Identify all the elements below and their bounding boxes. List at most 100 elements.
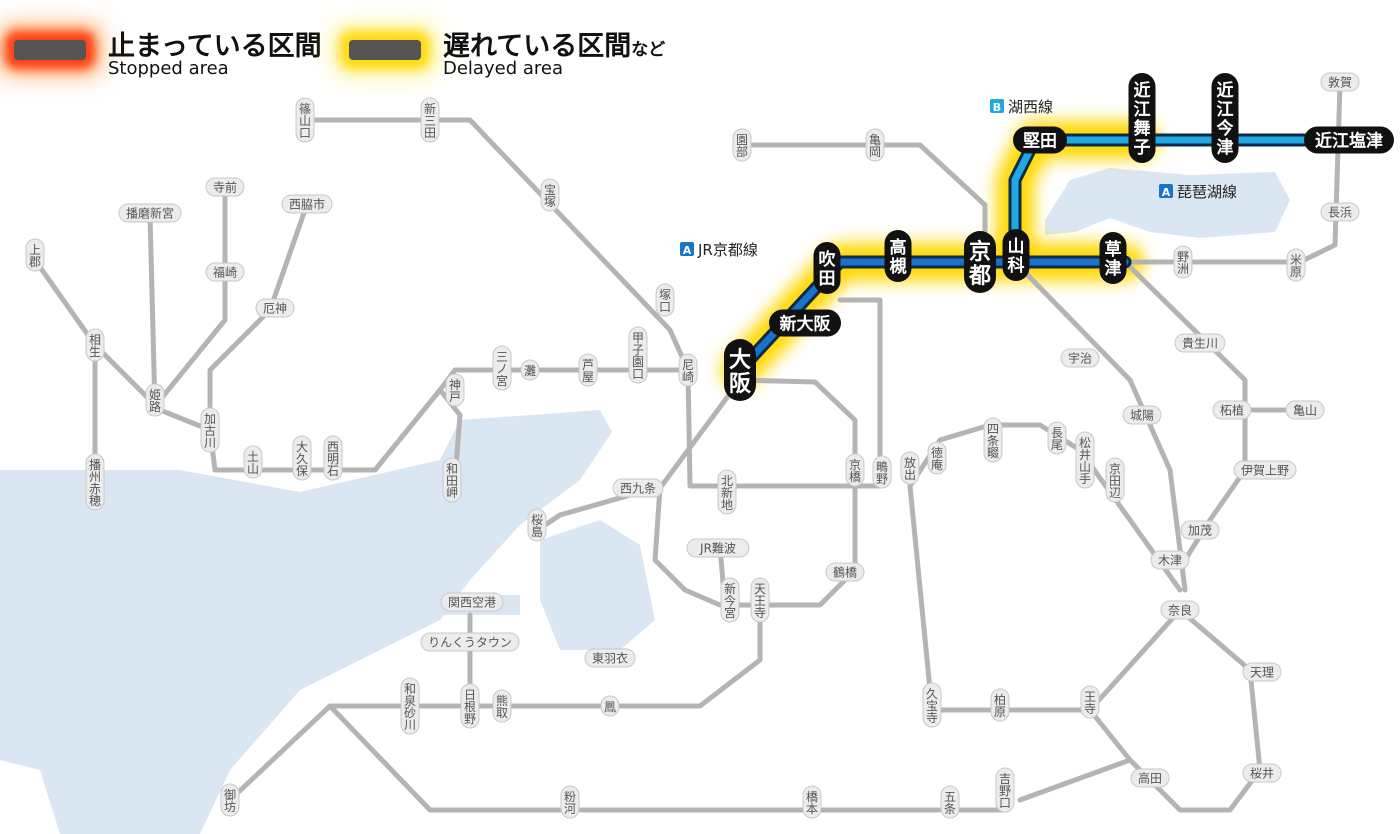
- station-label-char: 塚: [659, 288, 671, 302]
- station-label: 宇治: [1068, 352, 1092, 366]
- station-label-char: 岬: [446, 486, 458, 500]
- station-kamigori: 上郡: [25, 238, 45, 272]
- station-label: 東羽衣: [592, 651, 628, 666]
- station-jrnamba: JR難波: [686, 538, 750, 558]
- legend-stopped-en: Stopped area: [108, 58, 229, 79]
- station-label-char: 口: [299, 126, 311, 140]
- station-label-char: 条: [944, 802, 956, 816]
- station-label-char: 松: [1079, 436, 1091, 450]
- station-ashiya: 芦屋: [578, 353, 598, 387]
- station-label-char: 吉: [999, 772, 1011, 786]
- station-label-char: 泉: [404, 694, 416, 708]
- station-label-char: 塚: [544, 195, 556, 209]
- station-label-char: 園: [632, 355, 644, 369]
- major-station-yamashina: 山科: [1002, 229, 1030, 281]
- station-label-char: 田: [1109, 474, 1121, 488]
- station-label: JR難波: [699, 541, 736, 556]
- legend-delayed-jp-main: 遅れている区間: [443, 31, 632, 62]
- station-higashihagoromo: 東羽衣: [584, 648, 636, 668]
- line-name-biwako: 琵琶湖線: [1177, 183, 1237, 201]
- major-station-label-char: 都: [968, 264, 991, 289]
- sea: [0, 410, 655, 834]
- station-kamo: 加茂: [1180, 520, 1220, 540]
- badge-b-icon: [990, 99, 1004, 113]
- station-label: 城陽: [1130, 409, 1154, 423]
- station-label-char: 放: [904, 455, 916, 470]
- station-takada: 高田: [1130, 768, 1170, 788]
- station-label-char: 王: [754, 594, 766, 608]
- station-kitashinchi: 北新地: [717, 469, 737, 515]
- station-shinsanda: 新三田: [420, 97, 440, 143]
- legend-delayed-jp-suffix: など: [631, 40, 666, 60]
- delayed-swatch: [349, 40, 421, 60]
- legend-delayed-jp: 遅れている区間など: [443, 24, 665, 63]
- station-kyotanabe: 京田辺: [1105, 457, 1125, 503]
- station-tennoji: 天王寺: [750, 577, 770, 623]
- stopped-swatch: [14, 40, 86, 60]
- station-label-char: 寺: [926, 711, 938, 725]
- station-label-char: 手: [1079, 472, 1091, 486]
- station-label-char: 上: [29, 243, 41, 257]
- major-station-label-char: 今: [1217, 118, 1234, 139]
- station-label-char: 甲: [632, 331, 644, 345]
- station-label-char: 寺: [754, 606, 766, 620]
- station-konagawa: 粉河: [560, 785, 580, 819]
- station-label-char: 州: [89, 470, 101, 484]
- station-label-char: 御: [224, 787, 236, 802]
- line-name-kyoto: JR京都線: [697, 241, 758, 259]
- station-doyama: 土山: [243, 445, 263, 479]
- station-label-char: 坊: [224, 799, 236, 814]
- station-label-char: 土: [247, 450, 259, 464]
- legend-stopped-jp: 止まっている区間: [108, 31, 322, 62]
- station-label-char: 橋: [849, 470, 861, 484]
- major-station-kyoto: 京都: [964, 231, 996, 293]
- station-label: 長浜: [1328, 206, 1352, 220]
- station-hanaten: 放出: [900, 451, 920, 485]
- station-label-char: 口: [999, 796, 1011, 810]
- major-station-suita: 吹田: [813, 242, 841, 294]
- station-label: 西脇市: [289, 197, 325, 212]
- station-label-char: 相: [89, 333, 101, 347]
- station-okubo: 大久保: [292, 435, 312, 481]
- station-label-char: 島: [531, 524, 543, 539]
- station-label-char: 古: [204, 423, 216, 438]
- badge-a-text: A: [1162, 186, 1171, 199]
- major-station-label: 堅田: [1023, 132, 1057, 152]
- station-label-char: 地: [721, 498, 733, 512]
- station-label-char: 加: [204, 412, 216, 426]
- station-label-char: 子: [632, 343, 644, 357]
- station-label-char: 新: [721, 485, 733, 500]
- station-label-char: 本: [806, 802, 818, 816]
- badge-a-text: A: [683, 244, 692, 257]
- station-hashimoto: 橋本: [802, 785, 822, 819]
- station-label: 寺前: [213, 180, 237, 195]
- station-nagahama: 長浜: [1320, 202, 1360, 222]
- station-label-char: 粉: [564, 790, 576, 804]
- station-label-char: 久: [296, 452, 308, 466]
- major-station-label: 近江塩津: [1315, 131, 1383, 152]
- station-label: 高田: [1138, 771, 1162, 786]
- station-label-char: 原: [1290, 265, 1302, 279]
- station-label-char: 庵: [931, 457, 943, 472]
- station-tsuruga: 敦賀: [1320, 72, 1360, 92]
- station-label: 鶴橋: [833, 565, 857, 580]
- major-station-label-char: 舞: [1134, 118, 1151, 139]
- station-label: 厄神: [263, 302, 287, 316]
- station-label-char: 今: [724, 593, 736, 608]
- station-kyobashi: 京橋: [845, 453, 865, 487]
- station-label-char: 穂: [89, 494, 101, 508]
- station-label-char: 長: [1051, 426, 1063, 440]
- station-label-char: 神: [449, 378, 461, 392]
- minor-stations: 篠山口新三田園部亀岡宝塚塚口尼崎甲子園口芦屋灘三ノ宮神戸和田岬西明石大久保土山加…: [25, 72, 1360, 819]
- station-yashiro: 厄神: [255, 298, 295, 318]
- station-wadamisaki: 和田岬: [442, 457, 462, 503]
- station-label-char: 山: [1079, 460, 1091, 474]
- station-label-char: 宝: [544, 183, 556, 197]
- station-label-char: 崎: [682, 370, 694, 384]
- station-label: 木津: [1158, 554, 1182, 568]
- major-station-katata: 堅田: [1013, 126, 1067, 154]
- legend-delayed-en: Delayed area: [443, 58, 563, 79]
- station-label-char: 河: [564, 802, 576, 816]
